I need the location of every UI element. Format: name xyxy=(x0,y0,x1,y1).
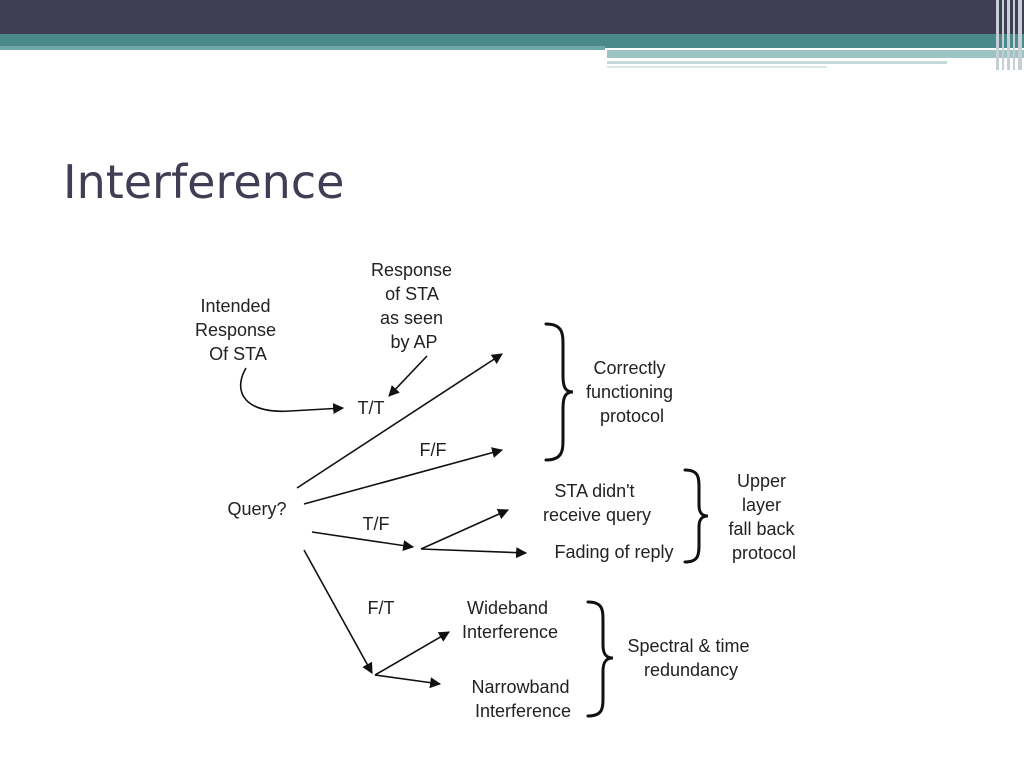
edge-label-tf: T/F xyxy=(363,514,390,534)
node-correct-protocol: Correctly functioning protocol xyxy=(586,358,678,426)
edge-label-ff: F/F xyxy=(420,440,447,460)
arrow-tf-to-sta-didnt-receive xyxy=(420,509,510,550)
node-narrowband: Narrowband Interference xyxy=(471,677,574,721)
arrow-query-to-correct-upper xyxy=(296,353,503,489)
header-decorative-line xyxy=(607,66,827,68)
node-sta-didnt-receive: STA didn't receive query xyxy=(543,481,651,525)
header-decorative-stripes xyxy=(994,0,1024,70)
node-wideband: Wideband Interference xyxy=(462,598,558,642)
arrow-tf-to-fading xyxy=(420,547,528,559)
arrow-ft-to-wideband xyxy=(374,631,450,676)
edge-label-ft: F/T xyxy=(368,598,395,618)
edge-label-tt: T/T xyxy=(358,398,385,418)
brace-correct-protocol xyxy=(544,322,574,462)
arrow-ft-to-narrowband xyxy=(374,674,442,689)
arrow-seen-by-ap-to-tt xyxy=(388,355,428,397)
header-accent-band xyxy=(0,34,1024,48)
node-upper-layer: Upper layer fall back protocol xyxy=(728,471,799,563)
node-intended-response: Intended Response Of STA xyxy=(195,296,281,364)
arrow-query-to-ft xyxy=(303,549,373,674)
slide-title: Interference xyxy=(63,155,345,209)
arrow-query-to-tf xyxy=(311,531,415,551)
brace-upper-layer xyxy=(683,468,709,564)
node-response-seen-by-ap: Response of STA as seen by AP xyxy=(371,260,457,352)
header-accent-line xyxy=(0,46,605,50)
brace-spectral-time xyxy=(586,600,614,718)
header-band xyxy=(0,0,1024,34)
node-fading-of-reply: Fading of reply xyxy=(554,542,673,562)
arrow-query-to-correct-lower xyxy=(303,447,504,505)
node-spectral-time: Spectral & time redundancy xyxy=(627,636,754,680)
arrow-intended-to-tt xyxy=(240,367,345,415)
header-decorative-line xyxy=(607,61,947,64)
node-query: Query? xyxy=(227,499,286,519)
header-decorative-line xyxy=(607,50,1024,58)
